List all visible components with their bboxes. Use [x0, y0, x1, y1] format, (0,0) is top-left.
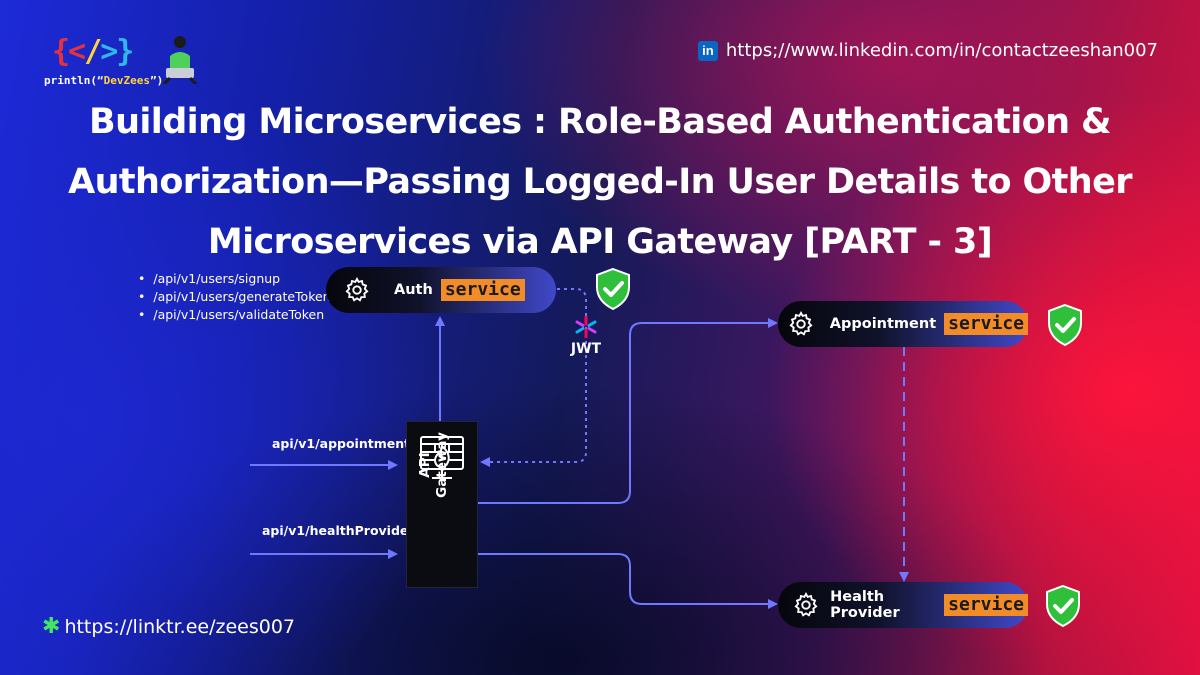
title-line-3: Microservices via API Gateway [PART - 3] — [207, 222, 993, 262]
jwt-icon — [575, 316, 597, 338]
linktree-icon: ✱ — [42, 614, 61, 639]
health-provider-service-node: Health Provider service — [778, 582, 1028, 628]
firewall-monitor-icon — [420, 436, 464, 479]
auth-service-node: Auth service — [326, 267, 556, 313]
auth-to-gateway-jwt-line — [480, 288, 587, 467]
developer-avatar-icon — [162, 36, 198, 84]
linkedin-icon: in — [697, 40, 718, 61]
appointment-service-name: Appointment — [829, 316, 937, 332]
page-title: Building Microservices : Role-Based Auth… — [40, 92, 1160, 272]
health-provider-service-tag: service — [944, 594, 1028, 616]
linktree-url: https://linktr.ee/zees007 — [64, 616, 295, 638]
shield-check-icon — [1046, 584, 1080, 628]
endpoint-validate-token: /api/v1/users/validateToken — [138, 306, 331, 324]
devzees-logo: {</>} println(“DevZees”) — [44, 34, 204, 90]
linktree-link[interactable]: ✱ https://linktr.ee/zees007 — [42, 614, 295, 639]
gear-icon — [334, 267, 380, 313]
api-gateway-label: API Gateway — [417, 432, 450, 498]
logo-code-braces: {</>} — [52, 34, 134, 69]
endpoint-generate-token: /api/v1/users/generateToken — [138, 288, 330, 306]
health-provider-service-name: Health Provider — [830, 589, 900, 621]
shield-check-icon — [596, 267, 630, 311]
api-gateway-node: API Gateway — [406, 421, 478, 588]
auth-service-name: Auth — [394, 282, 433, 298]
shield-check-icon — [1048, 303, 1082, 347]
jwt-label: JWT — [570, 341, 602, 357]
appointment-service-node: Appointment service — [778, 301, 1028, 347]
auth-service-tag: service — [440, 279, 525, 301]
gear-icon — [786, 301, 816, 347]
gateway-to-health-provider-line — [476, 553, 778, 609]
appointment-service-tag: service — [944, 313, 1028, 335]
logo-caption: println(“DevZees”) — [44, 74, 164, 87]
linkedin-url: https;//www.linkedin.com/in/contactzeesh… — [725, 40, 1158, 61]
gear-icon — [786, 582, 826, 628]
endpoint-signup: /api/v1/users/signup — [138, 270, 331, 288]
auth-endpoint-list: /api/v1/users/signup /api/v1/users/gener… — [138, 270, 331, 324]
linkedin-link[interactable]: in https;//www.linkedin.com/in/contactze… — [697, 40, 1158, 61]
route-appointments: api/v1/appointments — [272, 436, 418, 451]
gateway-to-appointment-line — [476, 318, 778, 504]
jwt-label-group: JWT — [566, 316, 606, 357]
route-health-providers: api/v1/healthProviders — [262, 523, 422, 538]
title-line-2: Authorization—Passing Logged-In User Det… — [68, 162, 1132, 202]
title-line-1: Building Microservices : Role-Based Auth… — [89, 102, 1112, 142]
